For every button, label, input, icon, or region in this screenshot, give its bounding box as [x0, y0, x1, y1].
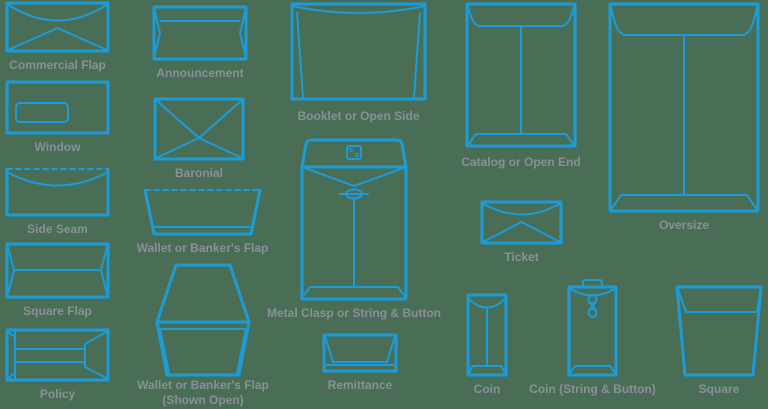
envelope-label: Announcement — [156, 66, 244, 80]
envelope-label: Remittance — [327, 378, 393, 392]
oversize-envelope-icon — [608, 2, 760, 213]
envelope-square-flap: Square Flap — [5, 242, 110, 318]
envelope-label: Side Seam — [27, 222, 88, 236]
envelope-label: Wallet or Banker's Flap — [136, 241, 269, 255]
baronial-envelope-icon — [153, 97, 245, 161]
envelope-wallet-flap-open: Wallet or Banker's Flap (Shown Open) — [137, 263, 269, 407]
envelope-coin-string-button: Coin (String & Button) — [529, 278, 656, 396]
envelope-label: Ticket — [504, 250, 539, 264]
announcement-envelope-icon — [152, 5, 248, 61]
envelope-label: Booklet or Open Side — [297, 109, 420, 123]
envelope-wallet-flap: Wallet or Banker's Flap — [137, 188, 268, 255]
envelope-oversize: Oversize — [608, 2, 760, 232]
envelope-policy: Policy — [5, 328, 110, 401]
envelope-coin: Coin — [466, 293, 508, 396]
wallet-flap-open-envelope-icon — [155, 263, 251, 377]
envelope-catalog: Catalog or Open End — [461, 2, 581, 169]
envelope-side-seam: Side Seam — [5, 167, 110, 236]
catalog-envelope-icon — [465, 2, 577, 148]
envelope-window: Window — [5, 80, 110, 154]
envelope-label: Metal Clasp or String & Button — [267, 306, 441, 320]
envelope-remittance: Remittance — [322, 333, 398, 392]
envelope-label: Catalog or Open End — [461, 155, 581, 169]
envelope-ticket: Ticket — [480, 200, 563, 264]
envelope-label: Baronial — [174, 166, 224, 180]
envelope-metal-clasp: Metal Clasp or String & Button — [267, 137, 441, 320]
envelope-commercial-flap: Commercial Flap — [5, 1, 110, 72]
envelope-label: Oversize — [658, 218, 710, 232]
remittance-envelope-icon — [322, 333, 398, 373]
commercial-flap-envelope-icon — [5, 1, 110, 53]
envelope-label: Policy — [39, 387, 76, 401]
envelope-label: Commercial Flap — [9, 58, 106, 72]
policy-envelope-icon — [5, 328, 110, 382]
booklet-envelope-icon — [290, 2, 427, 101]
coin-envelope-icon — [466, 293, 508, 377]
envelope-announcement: Announcement — [152, 5, 248, 80]
window-envelope-icon — [5, 80, 110, 135]
envelope-square: Square — [675, 285, 763, 396]
envelope-booklet: Booklet or Open Side — [290, 2, 427, 123]
ticket-envelope-icon — [480, 200, 563, 245]
envelope-label: Coin — [473, 382, 501, 396]
envelope-label: Square — [698, 382, 740, 396]
envelope-label-group: Wallet or Banker's Flap (Shown Open) — [137, 378, 269, 408]
metal-clasp-envelope-icon — [300, 138, 408, 301]
envelope-label: Window — [34, 140, 81, 154]
envelope-label: Square Flap — [23, 304, 92, 318]
envelope-sublabel: (Shown Open) — [162, 393, 244, 407]
square-flap-envelope-icon — [5, 242, 110, 299]
envelope-label: Wallet or Banker's Flap — [137, 378, 269, 392]
side-seam-envelope-icon — [5, 167, 110, 217]
envelope-label: Coin (String & Button) — [529, 382, 656, 396]
envelope-baronial: Baronial — [153, 97, 245, 180]
coin-string-button-envelope-icon — [567, 279, 618, 377]
square-envelope-icon — [675, 285, 763, 377]
wallet-flap-envelope-icon — [143, 188, 262, 236]
